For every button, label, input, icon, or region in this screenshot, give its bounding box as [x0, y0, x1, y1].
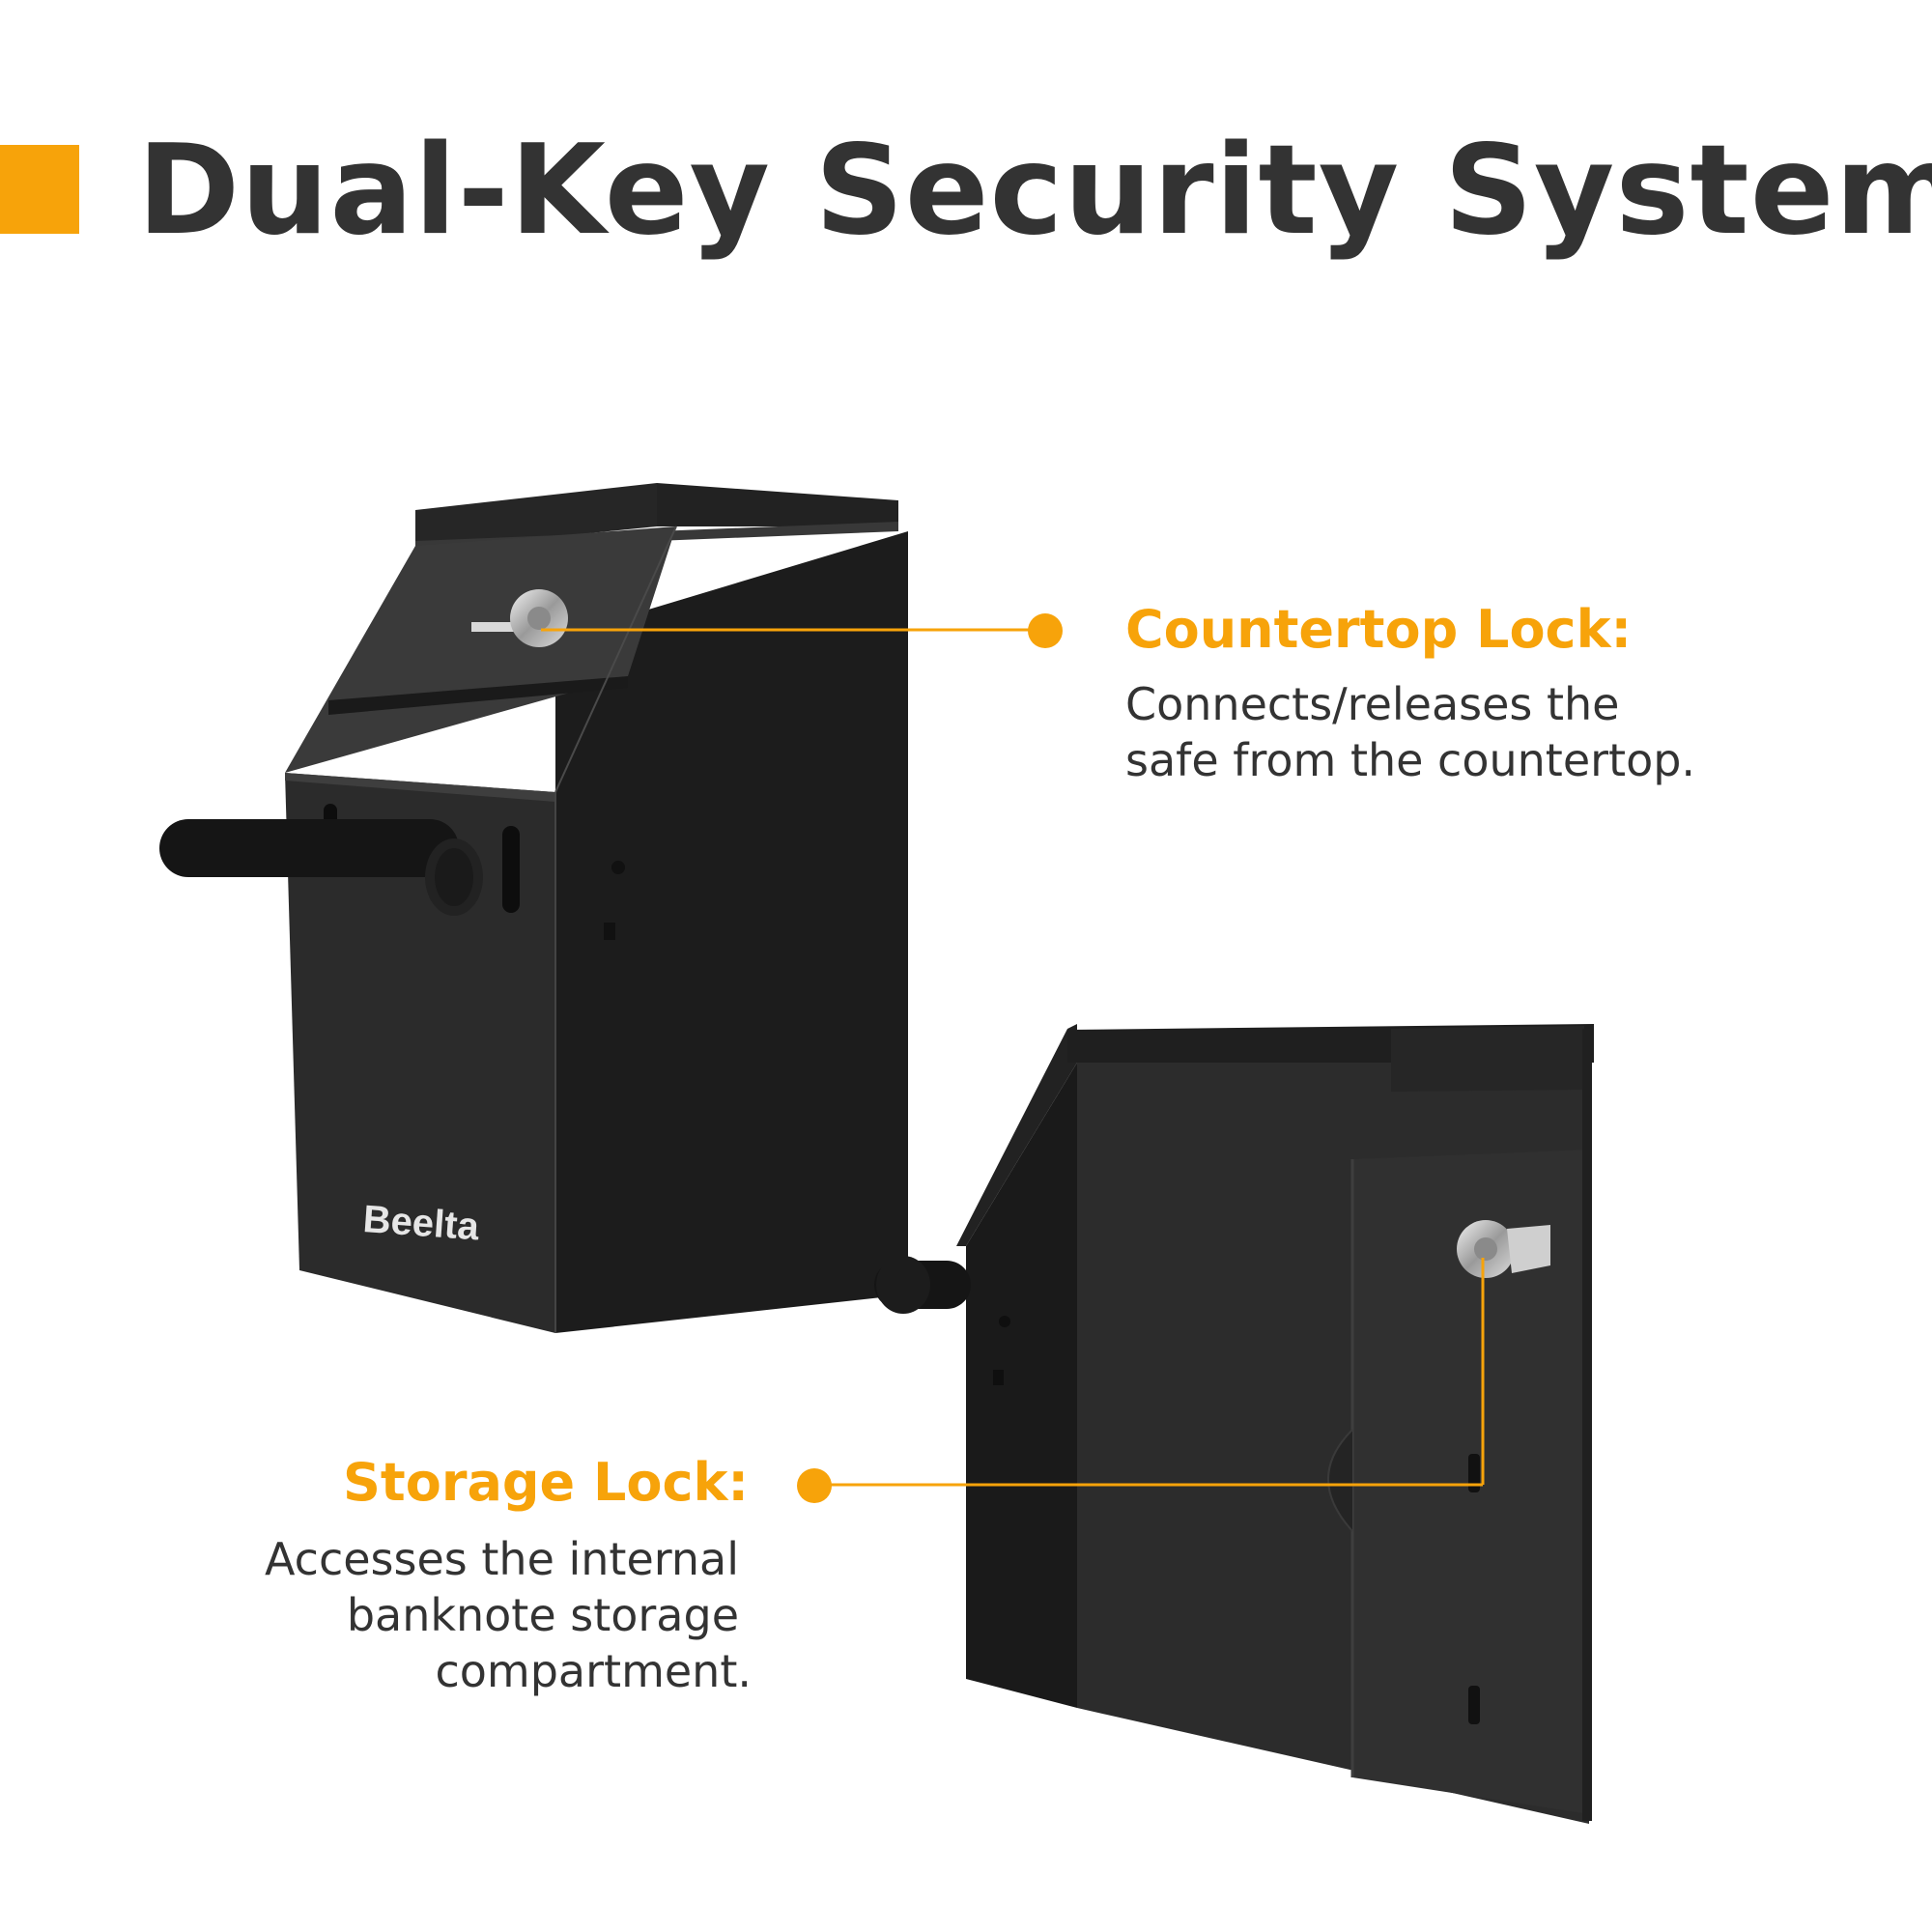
countertop-marker-icon — [1028, 613, 1063, 648]
brand-logo: Beelta — [361, 1198, 481, 1248]
safe-rear-view — [874, 1024, 1594, 1824]
storage-lock-desc-line2: banknote storage — [346, 1589, 739, 1641]
countertop-callout-line — [541, 613, 1063, 648]
storage-lock-desc-line3: compartment. — [435, 1645, 752, 1697]
countertop-lock-title: Countertop Lock: — [1125, 599, 1633, 660]
page-title: Dual-Key Security System — [137, 119, 1932, 263]
countertop-lock-desc-line2: safe from the countertop. — [1125, 734, 1696, 786]
safe-front-view — [159, 483, 908, 1333]
accent-square — [0, 145, 79, 234]
countertop-lock-desc-line1: Connects/releases the — [1125, 678, 1620, 730]
storage-lock-title: Storage Lock: — [343, 1452, 749, 1513]
storage-lock-desc-line1: Accesses the internal — [265, 1533, 739, 1585]
storage-callout-line — [797, 1258, 1485, 1503]
